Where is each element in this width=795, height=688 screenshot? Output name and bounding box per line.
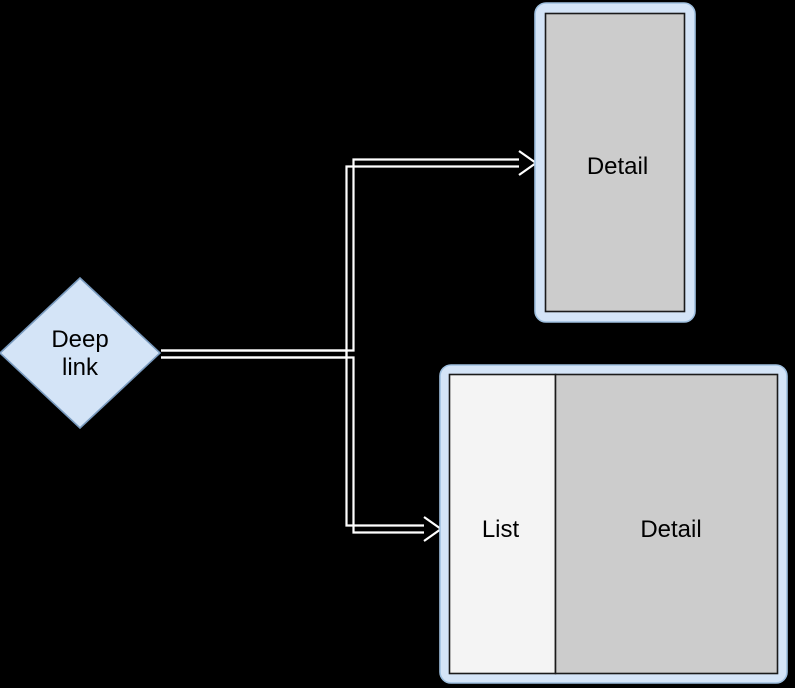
tablet-list-pane xyxy=(448,373,557,675)
tablet-detail-pane xyxy=(554,373,779,675)
edge-deep-link-to-tablet[interactable] xyxy=(161,349,443,542)
node-deep-link[interactable] xyxy=(0,276,162,430)
phone-screen xyxy=(544,12,686,313)
node-tablet-list-detail[interactable] xyxy=(439,364,788,684)
arrowhead-phone xyxy=(518,150,538,176)
edge-deep-link-to-phone[interactable] xyxy=(161,150,538,359)
node-phone-detail[interactable] xyxy=(534,2,696,323)
arrowhead-tablet xyxy=(423,516,443,542)
